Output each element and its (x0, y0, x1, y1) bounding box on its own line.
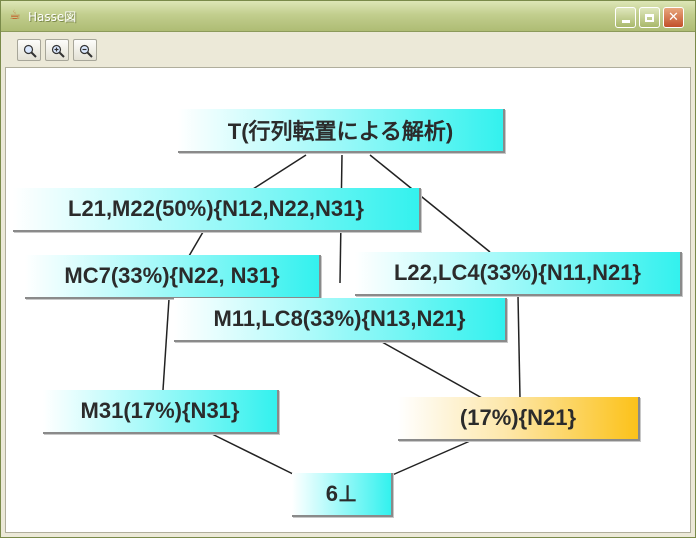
hasse-node-bottom[interactable]: 6⊥ (292, 473, 393, 517)
hasse-node-top[interactable]: T(行列転置による解析) (178, 109, 505, 153)
hasse-node-l21[interactable]: L21,M22(50%){N12,N22,N31} (13, 188, 421, 232)
node-label: M31(17%){N31} (80, 398, 240, 423)
zoom-in-button[interactable] (45, 39, 69, 61)
node-label: L21,M22(50%){N12,N22,N31} (68, 196, 364, 221)
edge-l22-n21 (517, 295, 521, 399)
java-cup-icon: ☕ (9, 8, 21, 23)
hasse-node-mc7[interactable]: MC7(33%){N22, N31} (25, 255, 321, 299)
zoom-in-icon (51, 44, 65, 58)
edge-mc7-m31 (162, 298, 170, 391)
close-button[interactable]: ✕ (663, 7, 684, 28)
node-label: L22,LC4(33%){N11,N21} (393, 260, 641, 285)
node-label: T(行列転置による解析) (227, 119, 454, 144)
hasse-node-m11[interactable]: M11,LC8(33%){N13,N21} (174, 298, 507, 342)
edge-m11-n21 (381, 341, 483, 399)
minimize-button[interactable] (615, 7, 636, 28)
zoom-out-icon (79, 44, 93, 58)
edge-n21-bot (389, 440, 471, 477)
maximize-button[interactable] (639, 7, 660, 28)
edge-top-l21 (252, 154, 307, 190)
hasse-node-m31[interactable]: M31(17%){N31} (43, 390, 279, 434)
edge-l21-mc7 (188, 231, 204, 257)
toolbar (5, 33, 691, 67)
title-bar[interactable]: ☕ Hasse図 ✕ (1, 1, 695, 32)
edge-top-l22 (369, 154, 491, 253)
zoom-fit-button[interactable] (17, 39, 41, 61)
node-label: 6⊥ (325, 481, 358, 506)
hasse-node-n21-selected[interactable]: (17%){N21} (398, 397, 640, 441)
hasse-node-l22[interactable]: L22,LC4(33%){N11,N21} (355, 252, 682, 296)
node-label: M11,LC8(33%){N13,N21} (213, 306, 466, 331)
window-title: Hasse図 (28, 10, 77, 24)
zoom-out-button[interactable] (73, 39, 97, 61)
node-label: (17%){N21} (459, 405, 577, 430)
zoom-fit-icon (23, 44, 37, 58)
hasse-diagram-canvas[interactable]: T(行列転置による解析) L21,M22(50%){N12,N22,N31} M… (5, 67, 691, 533)
edge-m31-bot (211, 433, 296, 476)
hasse-edges (162, 154, 521, 477)
node-label: MC7(33%){N22, N31} (64, 263, 280, 288)
